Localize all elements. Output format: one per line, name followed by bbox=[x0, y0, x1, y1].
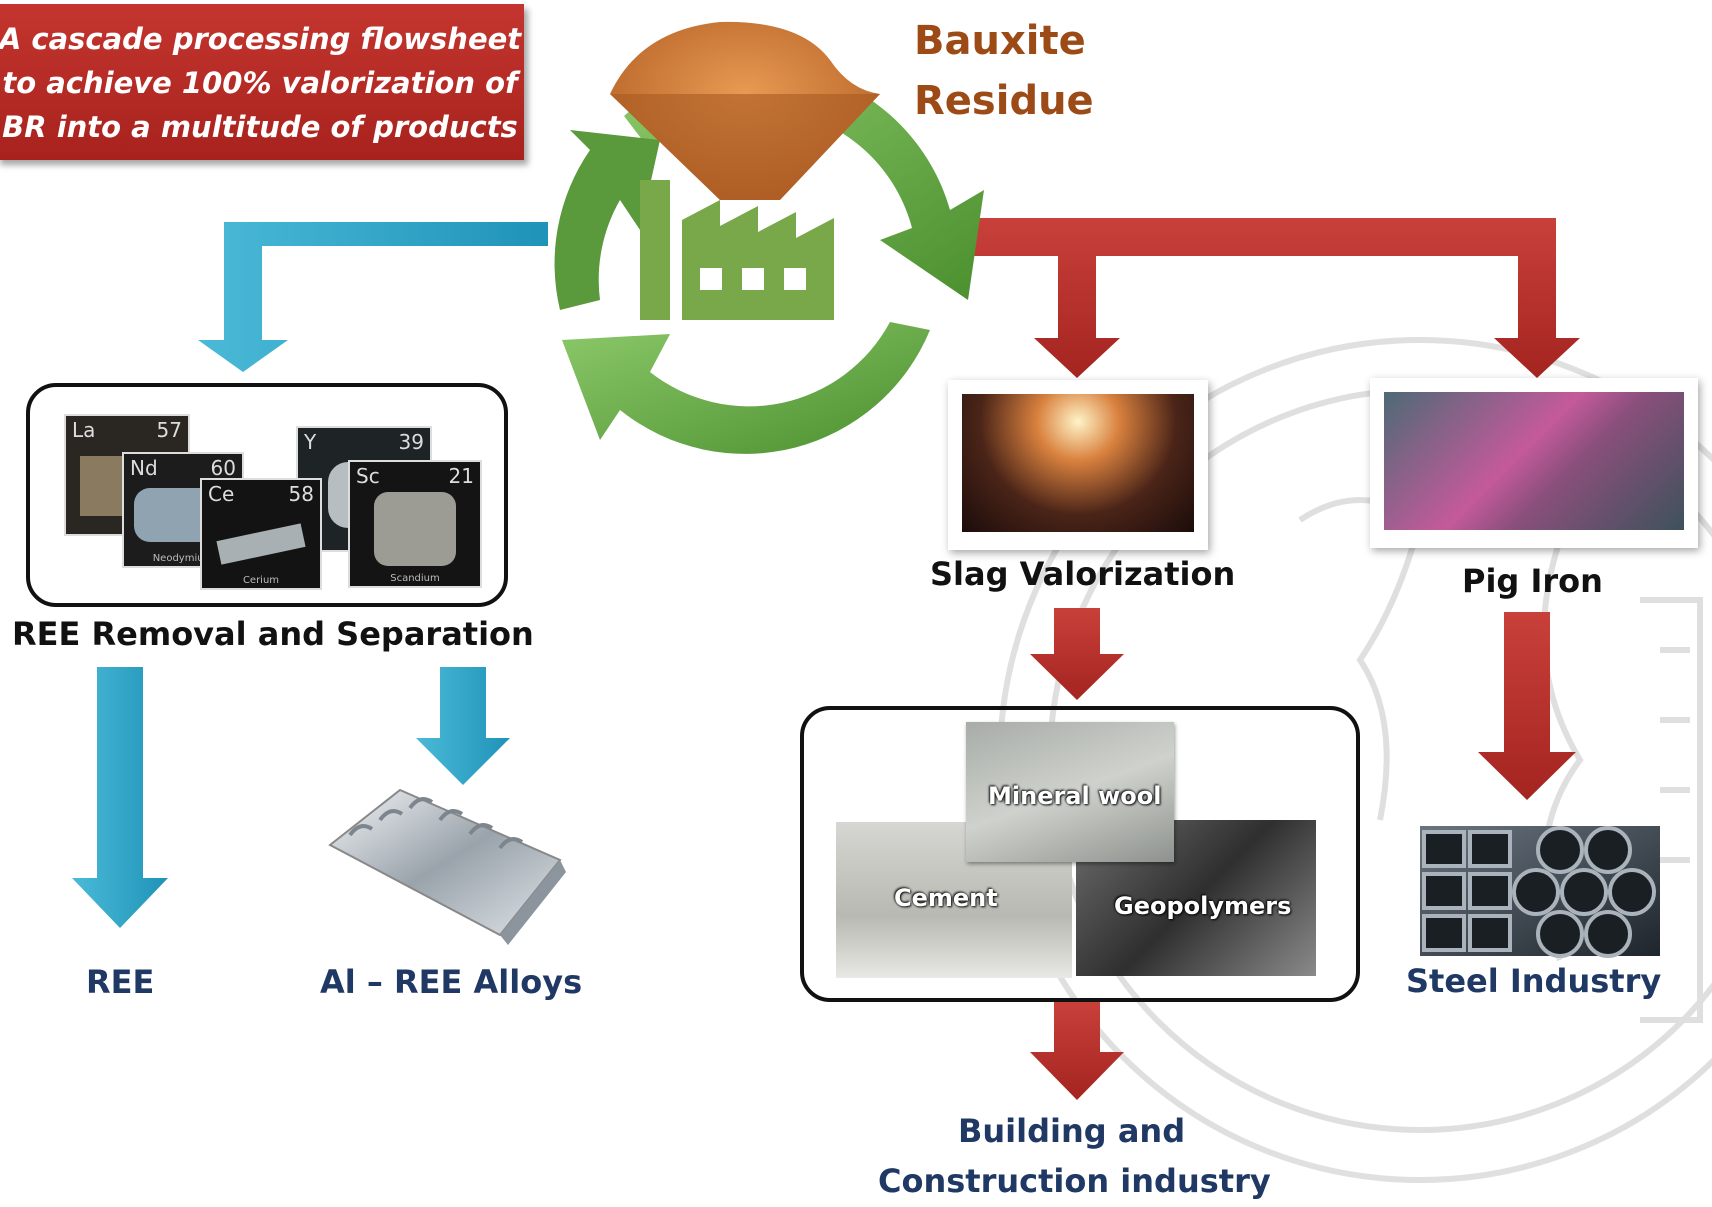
element-tile-sc: Sc 21 Scandium bbox=[348, 460, 482, 588]
al-ree-alloys-label: Al – REE Alloys bbox=[320, 963, 583, 1001]
element-tile-ce: Ce 58 Cerium bbox=[200, 478, 322, 590]
arrow-to-ree bbox=[72, 667, 168, 928]
steel-pipes-image bbox=[1420, 826, 1660, 958]
geopolymers-image: Geopolymers bbox=[1076, 820, 1316, 976]
element-number: 21 bbox=[448, 464, 474, 488]
element-symbol: Sc bbox=[356, 464, 380, 488]
pig-iron-photo-frame bbox=[1370, 378, 1698, 548]
mineral-wool-image: Mineral wool bbox=[966, 722, 1174, 862]
ree-elements-frame bbox=[26, 383, 508, 607]
element-number: 60 bbox=[210, 456, 236, 480]
element-name: Scandium bbox=[390, 573, 440, 584]
element-number: 39 bbox=[398, 430, 424, 454]
al-ree-alloy-ingot-image bbox=[328, 788, 566, 945]
slag-furnace-image bbox=[962, 394, 1194, 532]
title-banner: A cascade processing flowsheet to achiev… bbox=[0, 4, 524, 160]
banner-line-1: A cascade processing flowsheet bbox=[0, 22, 522, 56]
banner-line-2: to achieve 100% valorization of bbox=[2, 66, 518, 100]
source-title-line-1: Bauxite bbox=[914, 18, 1086, 64]
arrow-to-construction bbox=[1030, 1002, 1124, 1100]
ree-branch-title: REE Removal and Separation bbox=[12, 615, 534, 653]
slag-branch-title: Slag Valorization bbox=[930, 555, 1236, 593]
geopolymers-label: Geopolymers bbox=[1114, 892, 1292, 920]
element-name: Cerium bbox=[242, 575, 280, 586]
element-name: Neodymium bbox=[152, 553, 214, 564]
construction-label-line-1: Building and bbox=[958, 1112, 1186, 1150]
element-symbol: La bbox=[72, 418, 96, 442]
bauxite-residue-heap bbox=[610, 21, 880, 201]
source-title-line-2: Residue bbox=[914, 78, 1094, 124]
arrow-to-al-ree-alloys bbox=[416, 667, 510, 785]
factory-icon bbox=[640, 180, 834, 320]
slag-photo-frame bbox=[948, 380, 1208, 550]
recycle-cycle-icon bbox=[554, 64, 984, 454]
mineral-wool-label: Mineral wool bbox=[988, 782, 1162, 810]
arrow-to-slag-and-pig-iron bbox=[950, 218, 1580, 378]
arrow-to-ree-separation bbox=[198, 222, 548, 372]
arrow-to-products bbox=[1030, 608, 1124, 700]
element-symbol: Ce bbox=[208, 482, 235, 506]
construction-label-line-2: Construction industry bbox=[878, 1162, 1271, 1200]
cement-label: Cement bbox=[894, 884, 998, 912]
banner-line-3: BR into a multitude of products bbox=[2, 110, 518, 144]
element-number: 58 bbox=[288, 482, 314, 506]
arrow-to-steel-industry bbox=[1478, 612, 1576, 800]
pig-iron-title: Pig Iron bbox=[1462, 562, 1603, 600]
pig-iron-image bbox=[1384, 392, 1684, 530]
element-symbol: Nd bbox=[130, 456, 158, 480]
steel-industry-label: Steel Industry bbox=[1406, 962, 1662, 1000]
element-number: 57 bbox=[156, 418, 182, 442]
slag-products-frame bbox=[800, 706, 1360, 1002]
ree-output-label: REE bbox=[86, 963, 155, 1001]
element-symbol: Y bbox=[304, 430, 317, 454]
